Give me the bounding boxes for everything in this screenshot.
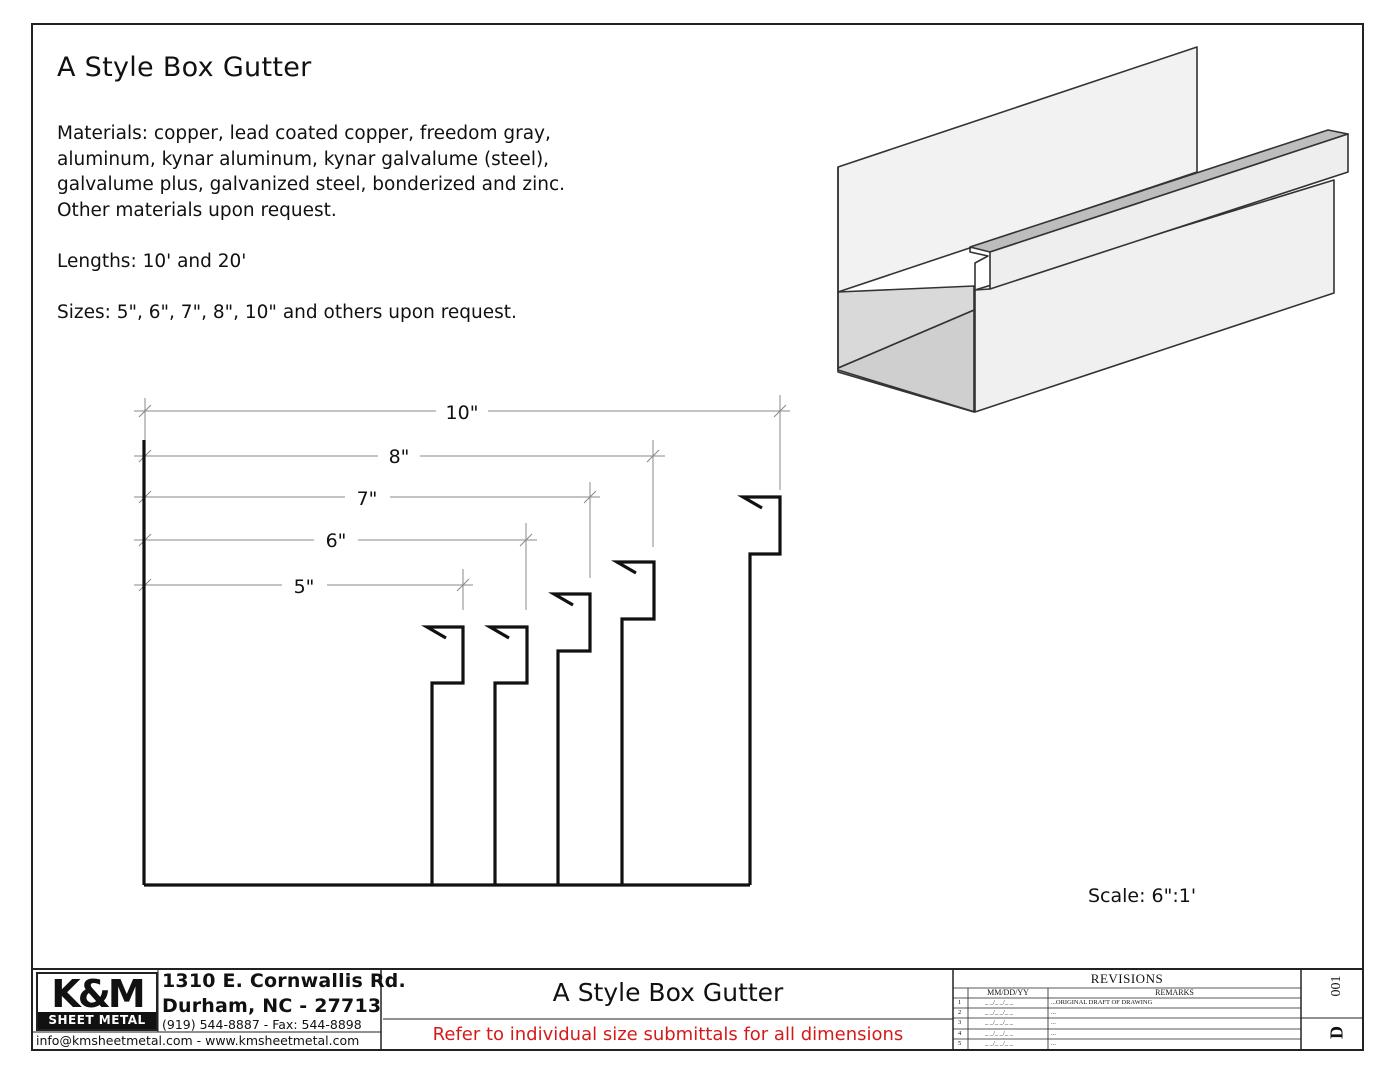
revision-remarks: ... <box>1051 1009 1056 1016</box>
revision-date: _ _/_ _/_ _ <box>985 1040 1013 1047</box>
title-block-title: A Style Box Gutter <box>552 978 784 1007</box>
contact-email-website: info@kmsheetmetal.com - www.kmsheetmetal… <box>36 1033 360 1048</box>
gutter-lip-front <box>989 133 1349 290</box>
revisions-remarks-header: REMARKS <box>1155 988 1194 997</box>
revision-date: _ _/_ _/_ _ <box>985 1019 1013 1026</box>
revisions-date-header: MM/DD/YY <box>987 988 1029 997</box>
phone-fax: (919) 544-8887 - Fax: 544-8898 <box>162 1017 362 1032</box>
materials-line-1: Materials: copper, lead coated copper, f… <box>57 123 551 144</box>
km-sheet-metal-logo: K&M SHEET METAL <box>36 972 158 1031</box>
drawing-title: A Style Box Gutter <box>57 52 312 83</box>
logo-letters: K&M <box>51 972 145 1016</box>
dimension-label-6: 6" <box>326 530 347 552</box>
revision-remarks: ... <box>1051 1040 1056 1047</box>
profile-8in <box>611 560 656 885</box>
revision-num: 1 <box>958 999 962 1006</box>
revision-date: _ _/_ _/_ _ <box>985 999 1013 1006</box>
drawing-number: 001 <box>1329 975 1344 997</box>
dimension-label-8: 8" <box>389 446 410 468</box>
title-block-note: Refer to individual size submittals for … <box>432 1024 904 1045</box>
revision-num: 2 <box>958 1009 962 1016</box>
revision-date: _ _/_ _/_ _ <box>985 1009 1013 1016</box>
revision-remarks: ... <box>1051 1030 1056 1037</box>
address-line-2: Durham, NC - 27713 <box>162 995 382 1017</box>
lengths-text: Lengths: 10' and 20' <box>57 251 247 272</box>
sizes-text: Sizes: 5", 6", 7", 8", 10" and others up… <box>57 302 517 323</box>
dimension-label-7: 7" <box>357 488 378 510</box>
materials-line-4: Other materials upon request. <box>57 200 337 221</box>
logo-subtitle: SHEET METAL <box>38 1012 156 1029</box>
revision-remarks: ... <box>1051 1019 1056 1026</box>
profile-10in <box>737 495 782 885</box>
profile-7in <box>548 592 592 885</box>
drawing-prefix: D <box>1326 1026 1347 1039</box>
scale-label: Scale: 6":1' <box>1088 885 1197 907</box>
revision-date: _ _/_ _/_ _ <box>985 1030 1013 1037</box>
revision-remarks: ...ORIGINAL DRAFT OF DRAWING <box>1051 999 1153 1006</box>
profile-6in <box>484 625 529 885</box>
drawing-sheet-border <box>31 23 1364 1051</box>
revisions-heading: REVISIONS <box>1090 971 1164 986</box>
profile-5in <box>421 625 465 885</box>
dimension-label-5: 5" <box>294 576 315 598</box>
revision-num: 3 <box>958 1019 962 1026</box>
materials-line-3: galvalume plus, galvanized steel, bonder… <box>57 174 565 195</box>
revision-num: 4 <box>958 1030 962 1037</box>
revision-num: 5 <box>958 1040 962 1047</box>
dimension-label-10: 10" <box>446 402 479 424</box>
address-line-1: 1310 E. Cornwallis Rd. <box>162 970 406 992</box>
materials-line-2: aluminum, kynar aluminum, kynar galvalum… <box>57 149 550 170</box>
gutter-front-face <box>974 179 1335 413</box>
